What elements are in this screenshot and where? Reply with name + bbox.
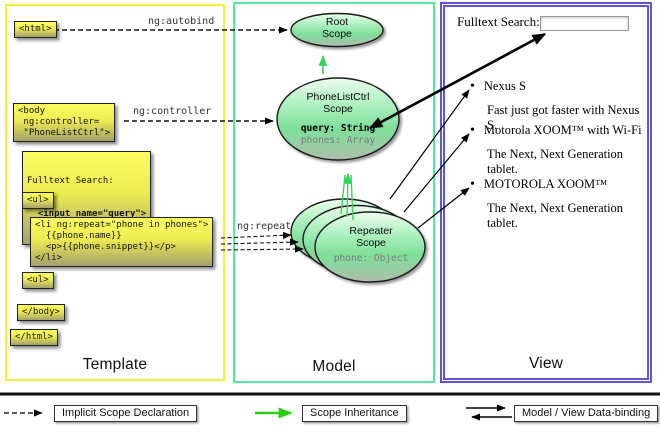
code-box-body-close: </body> <box>17 304 65 321</box>
legend-implicit-scope: Implicit Scope Declaration <box>54 405 198 422</box>
item-desc: The Next, Next Generation tablet. <box>487 201 624 230</box>
autobind-label: ng:autobind <box>148 16 215 27</box>
legend-databinding: Model / View Data-binding <box>514 405 659 422</box>
controller-label: ng:controller <box>133 106 212 117</box>
code-box-ul-open: <ul> <box>22 192 54 209</box>
template-column-label: Template <box>82 356 148 373</box>
item-title: Nexus S <box>483 79 526 93</box>
bullet-icon: • <box>470 176 475 192</box>
fulltext-search-label: Fulltext Search: <box>457 14 540 29</box>
repeater-prop-phone: phone: Object <box>333 253 409 264</box>
phonelist-scope-props: query: String phones: Array <box>283 123 393 147</box>
bullet-icon: • <box>470 122 475 138</box>
phonelist-prop-phones: phones: Array <box>300 135 376 146</box>
code-box-body-open: <body ng:controller= "PhoneListCtrl"> <box>13 103 116 142</box>
model-column-label: Model <box>312 358 356 375</box>
code-fulltext-input: <input name="query"> <box>27 209 147 219</box>
root-scope-title: Root Scope <box>322 16 352 40</box>
phonelist-scope-title: PhoneListCtrl Scope <box>306 91 370 115</box>
item-title: Motorola XOOM™ with Wi-Fi <box>483 123 642 137</box>
code-box-html-close: </html> <box>10 329 58 346</box>
code-box-ul-close: <ul> <box>22 272 54 289</box>
fulltext-search-input[interactable] <box>540 16 629 31</box>
code-box-li-repeat: <li ng:repeat="phone in phones"> {{phone… <box>30 217 214 267</box>
repeat-label: ng:repeat <box>237 221 292 232</box>
item-title: MOTOROLA XOOM™ <box>483 177 608 191</box>
bullet-icon: • <box>470 78 475 94</box>
view-column-label: View <box>528 355 564 372</box>
phonelist-prop-query: query: String <box>300 123 376 134</box>
model-column: Model <box>233 2 435 383</box>
list-item: • MOTOROLA XOOM™ The Next, Next Generati… <box>470 177 648 231</box>
item-desc: The Next, Next Generation tablet. <box>487 147 624 176</box>
code-box-html-open: <html> <box>14 21 57 38</box>
list-item: • Motorola XOOM™ with Wi-Fi The Next, Ne… <box>470 123 648 177</box>
legend-scope-inheritance: Scope Inheritance <box>302 405 407 422</box>
code-fulltext-label: Fulltext Search: <box>27 176 114 186</box>
repeater-scope-title: Repeater Scope <box>349 225 393 249</box>
